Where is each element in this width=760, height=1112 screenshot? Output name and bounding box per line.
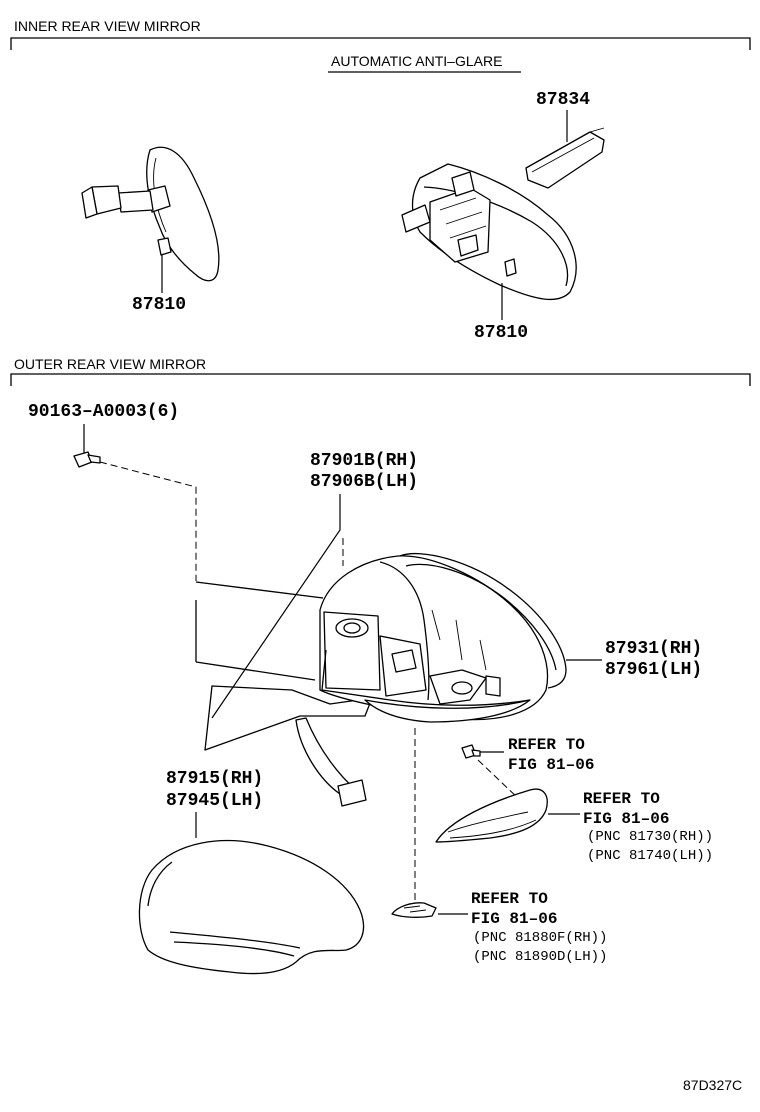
lamp-drawing	[391, 902, 437, 918]
mirror-cover-ring-drawing	[399, 553, 567, 689]
screw-refer-line2: FIG 81–06	[508, 756, 594, 774]
mirror-housing-drawing	[295, 555, 549, 807]
part-number-87961-lh: 87961(LH)	[605, 660, 702, 680]
inner-section-title: INNER REAR VIEW MIRROR	[14, 18, 201, 34]
screw-dash-line	[477, 759, 521, 801]
part-number-87901b-rh: 87901B(RH)	[310, 451, 418, 471]
mirror-cover-87834-drawing	[525, 110, 605, 189]
turn-signal-refer-line3: (PNC 81730(RH))	[587, 829, 713, 845]
outer-section-frame	[10, 373, 751, 386]
part-number-87915-rh: 87915(RH)	[166, 769, 263, 789]
mirror-base-drawing	[195, 581, 373, 751]
turn-signal-refer-line1: REFER TO	[583, 790, 660, 808]
inner-mirror-section: INNER REAR VIEW MIRROR AUTOMATIC ANTI–GL…	[10, 18, 751, 343]
screw-drawing	[461, 744, 481, 759]
lamp-refer-line4: (PNC 81890D(LH))	[473, 949, 607, 965]
leader-87901b	[211, 494, 341, 719]
part-number-87810-left: 87810	[132, 295, 186, 315]
lamp-refer-line1: REFER TO	[471, 890, 548, 908]
inner-mirror-standard-drawing	[81, 146, 220, 293]
lamp-refer-line3: (PNC 81880F(RH))	[473, 930, 607, 946]
part-number-87906b-lh: 87906B(LH)	[310, 472, 418, 492]
anti-glare-subtitle: AUTOMATIC ANTI–GLARE	[331, 53, 502, 69]
outer-mirror-section: OUTER REAR VIEW MIRROR 90163–A0003(6) 87…	[10, 356, 751, 975]
housing-cover-drawing	[138, 840, 365, 975]
inner-section-frame	[10, 37, 751, 50]
part-number-87945-lh: 87945(LH)	[166, 791, 263, 811]
part-number-87931-rh: 87931(RH)	[605, 639, 702, 659]
part-number-87810-right: 87810	[474, 323, 528, 343]
outer-section-title: OUTER REAR VIEW MIRROR	[14, 356, 206, 372]
turn-signal-refer-line4: (PNC 81740(LH))	[587, 848, 713, 864]
diagram-code: 87D327C	[683, 1077, 742, 1093]
turn-signal-drawing	[435, 788, 548, 843]
screw-refer-line1: REFER TO	[508, 736, 585, 754]
turn-signal-refer-line2: FIG 81–06	[583, 810, 669, 828]
lamp-refer-line2: FIG 81–06	[471, 910, 557, 928]
part-number-bolt: 90163–A0003(6)	[28, 402, 179, 422]
bolt-dash-line	[99, 461, 197, 581]
part-number-87834: 87834	[536, 90, 590, 110]
bolt-drawing	[73, 451, 101, 468]
inner-mirror-auto-drawing	[401, 163, 577, 320]
